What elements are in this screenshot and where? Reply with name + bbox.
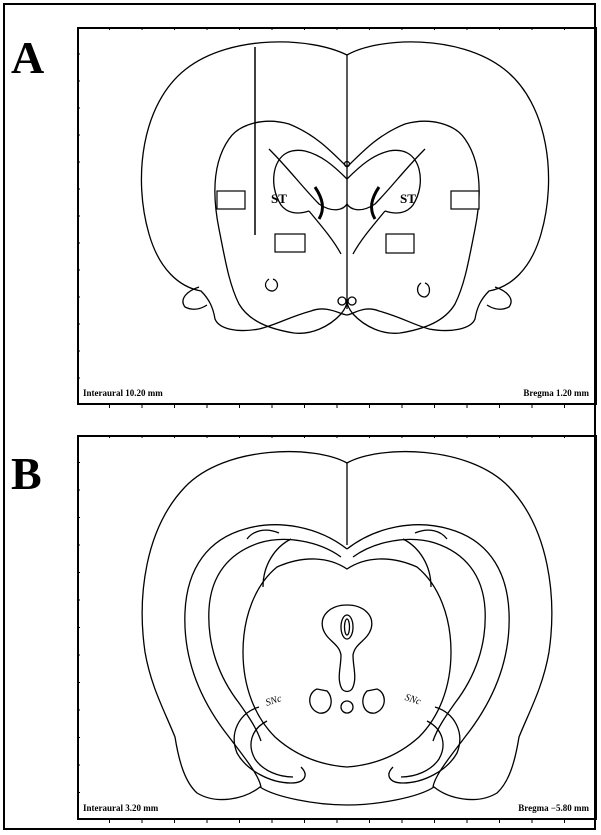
region-label-snc-left: SNc: [264, 693, 283, 709]
sample-box-4: [451, 191, 479, 209]
coronal-section-b: SNc SNc: [79, 437, 595, 818]
interaural-label-a: Interaural 10.20 mm: [83, 388, 163, 398]
coronal-section-a: ST ST: [79, 29, 595, 403]
sample-box-1: [217, 191, 245, 209]
cortex-outline-a: [141, 42, 548, 331]
interaural-label-b: Interaural 3.20 mm: [83, 803, 158, 813]
panel-a-frame: ST ST Interaural 10.20 mm Bregma 1.20 mm: [77, 27, 597, 405]
region-label-st-right: ST: [400, 191, 416, 206]
panel-letter-a: A: [11, 35, 44, 81]
bregma-label-a: Bregma 1.20 mm: [523, 388, 589, 398]
figure-frame: A: [3, 3, 596, 830]
sample-box-3: [386, 234, 414, 253]
panel-letter-b: B: [11, 451, 42, 497]
region-label-snc-right: SNc: [403, 692, 422, 708]
panel-b-frame: SNc SNc Interaural 3.20 mm Bregma −5.80 …: [77, 435, 597, 820]
region-label-st-left: ST: [271, 191, 287, 206]
bregma-label-b: Bregma −5.80 mm: [518, 803, 589, 813]
sample-box-2: [275, 234, 305, 252]
